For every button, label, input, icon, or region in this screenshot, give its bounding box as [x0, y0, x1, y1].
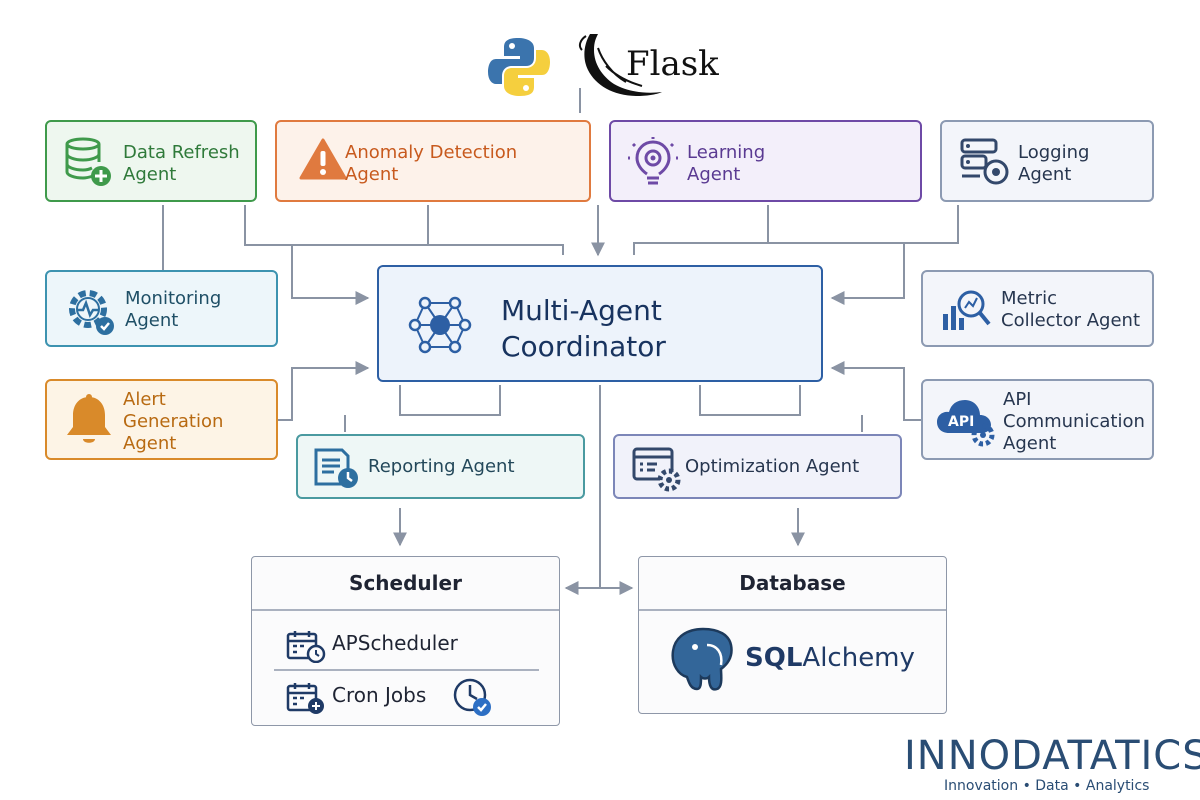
innodatatics-logo: INNODATATICS: [904, 733, 1200, 779]
database-panel: Database SQLAlchemy: [638, 556, 947, 714]
wire-anomaly-right: [244, 205, 564, 255]
wire-learning-right: [633, 205, 769, 255]
metric-collector-agent-label: Metric Collector Agent: [1001, 288, 1141, 331]
calendar-add-icon: [286, 683, 324, 714]
coordinator-label: Multi-Agent Coordinator: [501, 294, 666, 363]
sqlalchemy-label: SQLAlchemy: [745, 643, 915, 673]
logging-agent[interactable]: Logging Agent: [940, 120, 1154, 202]
wire-into-coord-left: [291, 245, 370, 305]
learning-agent[interactable]: Learning Agent: [609, 120, 922, 202]
server-gear-icon: [960, 138, 1009, 185]
flask-label: Flask: [626, 44, 719, 84]
alert-generation-agent[interactable]: Alert Generation Agent: [45, 379, 278, 460]
scheduler-divider: [252, 609, 559, 611]
chart-magnifier-icon: [943, 290, 991, 330]
clock-check-icon: [453, 678, 491, 716]
wire-coord-optim: [699, 385, 801, 416]
reporting-agent-label: Reporting Agent: [368, 456, 515, 477]
wire-coord-reporting: [399, 385, 501, 416]
metric-collector-agent[interactable]: Metric Collector Agent: [921, 270, 1154, 347]
optimization-agent-label: Optimization Agent: [685, 456, 860, 477]
sqlalchemy-bold: SQL: [745, 643, 803, 673]
reporting-agent[interactable]: Reporting Agent: [296, 434, 585, 499]
logging-agent-label: Logging Agent: [1018, 142, 1090, 185]
brand-tagline: Innovation • Data • Analytics: [944, 778, 1150, 794]
api-cloud-gear-icon: API: [937, 400, 995, 447]
wire-api: [830, 361, 922, 421]
wire-alert: [278, 361, 370, 421]
python-logo-icon: [488, 38, 550, 96]
anomaly-detection-agent-label: Anomaly Detection Agent: [345, 142, 518, 185]
api-communication-agent[interactable]: API API Communication Agent: [921, 379, 1154, 460]
gear-pulse-icon: [69, 290, 114, 335]
warning-icon: [299, 138, 347, 180]
postgresql-elephant-icon: [671, 627, 733, 691]
wire-logging: [768, 205, 959, 244]
optimization-agent[interactable]: Optimization Agent: [613, 434, 902, 499]
monitoring-agent[interactable]: Monitoring Agent: [45, 270, 278, 347]
anomaly-detection-agent[interactable]: Anomaly Detection Agent: [275, 120, 591, 202]
apscheduler-label: APScheduler: [332, 631, 458, 655]
multi-agent-coordinator[interactable]: Multi-Agent Coordinator: [377, 265, 823, 382]
wire-into-coord-right: [830, 243, 905, 305]
data-refresh-agent-label: Data Refresh Agent: [123, 142, 240, 185]
network-nodes-icon: [408, 296, 472, 354]
flask-horn-icon: [578, 34, 662, 96]
window-gear-icon: [632, 447, 681, 492]
learning-agent-label: Learning Agent: [687, 142, 766, 185]
bell-icon: [67, 394, 111, 443]
data-refresh-agent[interactable]: Data Refresh Agent: [45, 120, 257, 202]
cron-jobs-label: Cron Jobs: [332, 683, 427, 707]
alert-generation-agent-label: Alert Generation Agent: [123, 389, 224, 454]
scheduler-row-divider: [274, 669, 539, 671]
database-add-icon: [65, 137, 111, 186]
calendar-clock-icon: [286, 631, 326, 663]
sqlalchemy-rest: Alchemy: [802, 643, 915, 673]
api-badge-label: API: [948, 414, 974, 430]
database-divider: [639, 609, 946, 611]
lightbulb-gear-icon: [628, 137, 678, 185]
report-clock-icon: [314, 448, 358, 488]
scheduler-panel: Scheduler APScheduler Cron Jobs: [251, 556, 560, 726]
api-communication-agent-label: API Communication Agent: [1003, 389, 1145, 454]
monitoring-agent-label: Monitoring Agent: [125, 288, 222, 331]
scheduler-title: Scheduler: [349, 571, 462, 595]
database-title: Database: [739, 571, 846, 595]
